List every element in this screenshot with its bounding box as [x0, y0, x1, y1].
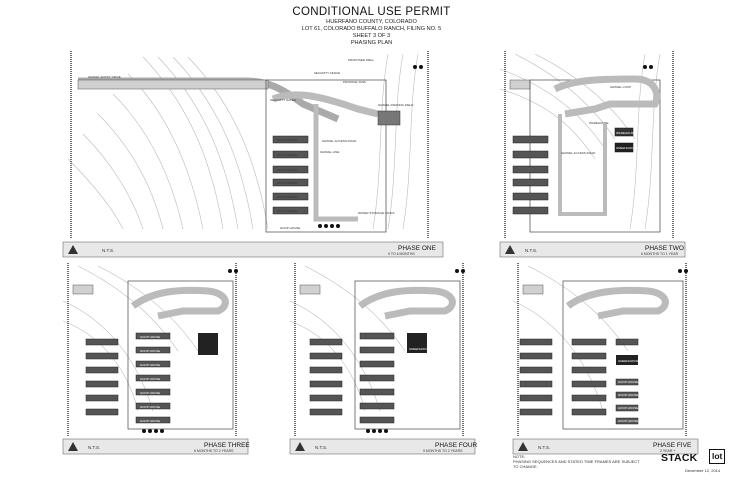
scale-label: N.T.S. — [538, 445, 550, 450]
phasing-note: NOTE: PHASING SEQUENCES AND STATED TIME … — [513, 454, 640, 469]
logo-box: lot — [709, 449, 725, 464]
phase-one-label: PROPANE TANK — [343, 80, 366, 84]
header-sheet: SHEET 3 OF 3 — [352, 33, 391, 39]
phase-one-label: WATER STORAGE TANKS — [358, 211, 395, 215]
phase-one-label: HOOP HOUSE — [277, 153, 297, 157]
phase-five-label: HOOP HOUSE — [618, 419, 638, 423]
phase-three-label: HOOP HOUSE — [140, 419, 160, 423]
phase-five-label: HOOP HOUSE — [618, 393, 638, 397]
phase-two-label: GRAVEL ACCESS ROAD — [561, 151, 596, 155]
phase-two-label: WAREHOUSE — [616, 131, 636, 135]
phase-one-title: PHASE ONE — [398, 245, 437, 252]
phase-one-label: GRAVEL ACCESS ROAD — [322, 139, 357, 143]
phase-five-panel: N.T.S. PHASE FIVE 2 YEAR + GREENHOUSE HO… — [508, 261, 703, 456]
phase-one-label: HOOP HOUSE — [277, 195, 297, 199]
stacklot-logo: STACK lot December 12, 2014 — [661, 449, 731, 476]
sheet-date: December 12, 2014 — [685, 468, 721, 473]
phase-two-panel: N.T.S. PHASE TWO 6 MONTHS TO 1 YEAR GRAV… — [495, 49, 690, 259]
phase-one-label: GRAVEL ENTRY DRIVE — [88, 75, 121, 79]
phase-four-title: PHASE FOUR — [435, 442, 478, 449]
phase-one-label: SECURITY GATES — [270, 98, 296, 102]
phase-five-label: GREENHOUSE — [618, 359, 639, 363]
phase-one-label: HOOP HOUSE — [277, 138, 297, 142]
phase-three-panel: N.T.S. PHASE THREE 6 MONTHS TO 2 YEARS H… — [58, 261, 253, 456]
phase-three-label: HOOP HOUSE — [140, 363, 160, 367]
phase-two-title: PHASE TWO — [645, 245, 684, 252]
phase-three-label: HOOP HOUSE — [140, 405, 160, 409]
note-text: PHASING SEQUENCES AND STATED TIME FRAMES… — [513, 459, 640, 464]
phase-five-label: HOOP HOUSE — [618, 406, 638, 410]
note-text: TO CHANGE. — [513, 464, 538, 469]
phase-two-label: WAREHOUSE — [589, 121, 609, 125]
phase-one-label: HOOP HOUSE — [277, 168, 297, 172]
logo-lot: lot — [712, 451, 723, 461]
note-heading: NOTE: — [513, 454, 526, 459]
scale-label: N.T.S. — [102, 248, 114, 253]
phase-one-label: PROPOSED WELL — [348, 58, 374, 62]
scale-label: N.T.S. — [525, 248, 537, 253]
header-county: HUERFANO COUNTY, COLORADO — [326, 19, 417, 25]
sheet-title: CONDITIONAL USE PERMIT — [292, 6, 451, 18]
phase-one-label: HOOP HOUSE — [277, 181, 297, 185]
phase-one-label: GRAVEL LINE — [320, 150, 339, 154]
phase-two-label: GREENHOUSE — [616, 146, 637, 150]
phase-three-label: HOOP HOUSE — [140, 335, 160, 339]
scale-label: N.T.S. — [315, 445, 327, 450]
phase-one-label: SECURITY FENCE — [314, 71, 340, 75]
scale-label: N.T.S. — [88, 445, 100, 450]
phase-one-timeframe: 0 TO 6 MONTHS — [388, 252, 415, 256]
phase-one-label: GRAVEL PARKING FIELD — [378, 103, 414, 107]
header-plan: PHASING PLAN — [350, 40, 393, 46]
phase-three-timeframe: 6 MONTHS TO 2 YEARS — [194, 449, 234, 453]
phase-four-label: GREENHOUSE — [409, 347, 430, 351]
phase-three-label: HOOP HOUSE — [140, 349, 160, 353]
phase-one-label: HOOP HOUSE — [280, 226, 300, 230]
phase-five-title: PHASE FIVE — [653, 442, 692, 449]
phase-five-timeframe: 2 YEAR + — [660, 449, 675, 453]
phase-three-label: HOOP HOUSE — [140, 391, 160, 395]
phase-four-timeframe: 9 MONTHS TO 2 YEARS — [423, 449, 463, 453]
phase-three-title: PHASE THREE — [204, 442, 250, 449]
logo-text: STACK — [661, 452, 698, 464]
phase-three-label: HOOP HOUSE — [140, 377, 160, 381]
phase-five-label: HOOP HOUSE — [618, 380, 638, 384]
phase-one-panel: N.T.S. PHASE ONE 0 TO 6 MONTHS GRAVEL EN… — [58, 49, 446, 259]
phase-two-label: GRAVEL LOOP — [610, 85, 631, 89]
header-lot: LOT 61, COLORADO BUFFALO RANCH, FILING N… — [301, 26, 442, 32]
phase-one-label: HOOP HOUSE — [277, 209, 297, 213]
phase-four-panel: N.T.S. PHASE FOUR 9 MONTHS TO 2 YEARS GR… — [285, 261, 480, 456]
phase-two-timeframe: 6 MONTHS TO 1 YEAR — [641, 252, 679, 256]
